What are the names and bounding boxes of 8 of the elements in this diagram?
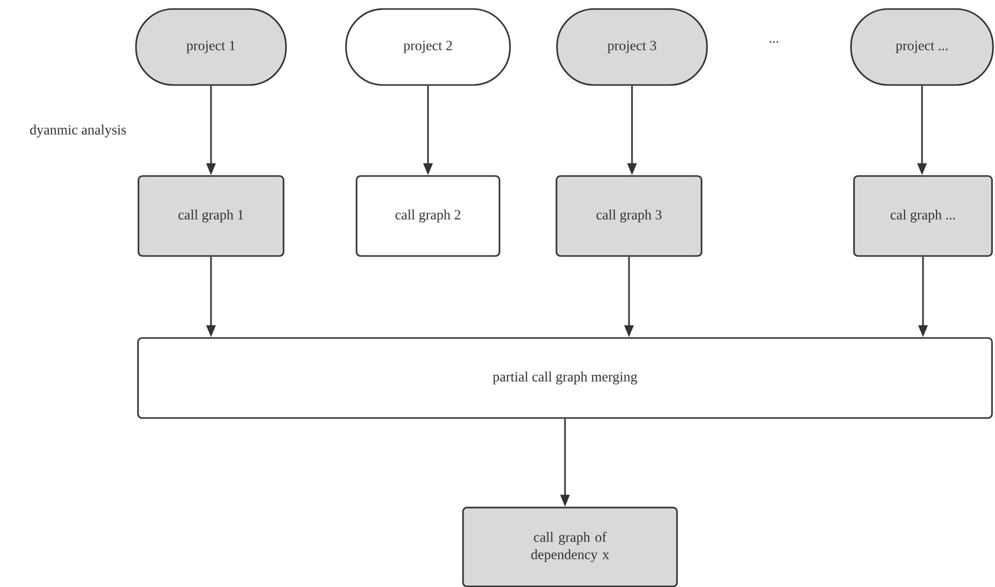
annotation-text: dyanmic analysis xyxy=(30,124,126,138)
process-box: call graph 1 xyxy=(138,175,284,257)
process-box: cal graph ... xyxy=(853,175,993,257)
process-box: call graph of dependency x xyxy=(462,506,678,587)
process-box: partial call graph merging xyxy=(137,337,993,419)
ellipsis: ... xyxy=(770,41,778,43)
process-box: call graph 2 xyxy=(356,175,500,257)
process-box: call graph 3 xyxy=(556,175,702,257)
